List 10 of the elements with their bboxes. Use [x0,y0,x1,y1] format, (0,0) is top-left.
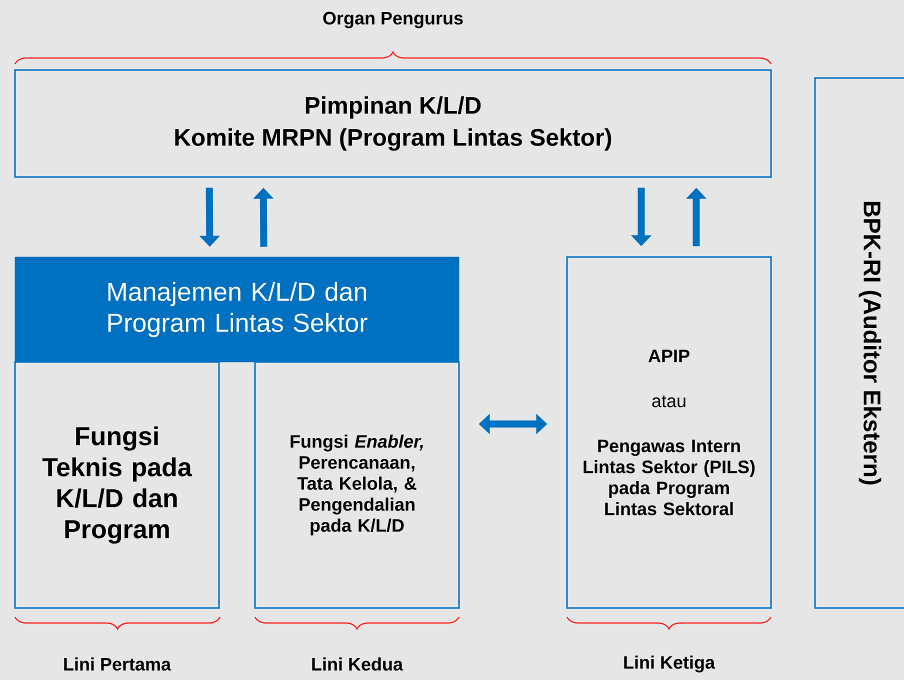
audit-box: APIP atau Pengawas Intern Lintas Sektor (PILS) pada Program Lintas Sektoral [566,256,772,609]
function-box: Fungsi Teknis pada K/L/D dan Program [14,361,220,609]
function-box: Fungsi Enabler, Perencanaan, Tata Kelola, & Pengendalian pada K/L/D [254,361,460,609]
group-label: Lini Kedua [312,657,404,671]
management-band: Manajemen K/L/D dan Program Lintas Sektor [14,256,460,362]
auditor-box: BPK-RI (Auditor Ekstern) [814,77,904,609]
group-label: Lini Pertama [64,657,172,671]
group-label: Lini Ketiga [624,656,716,672]
group-label: Organ Pengurus [323,12,463,28]
leadership-box: Pimpinan K/L/D Komite MRPN (Program Lintas Sektor) [14,69,772,178]
